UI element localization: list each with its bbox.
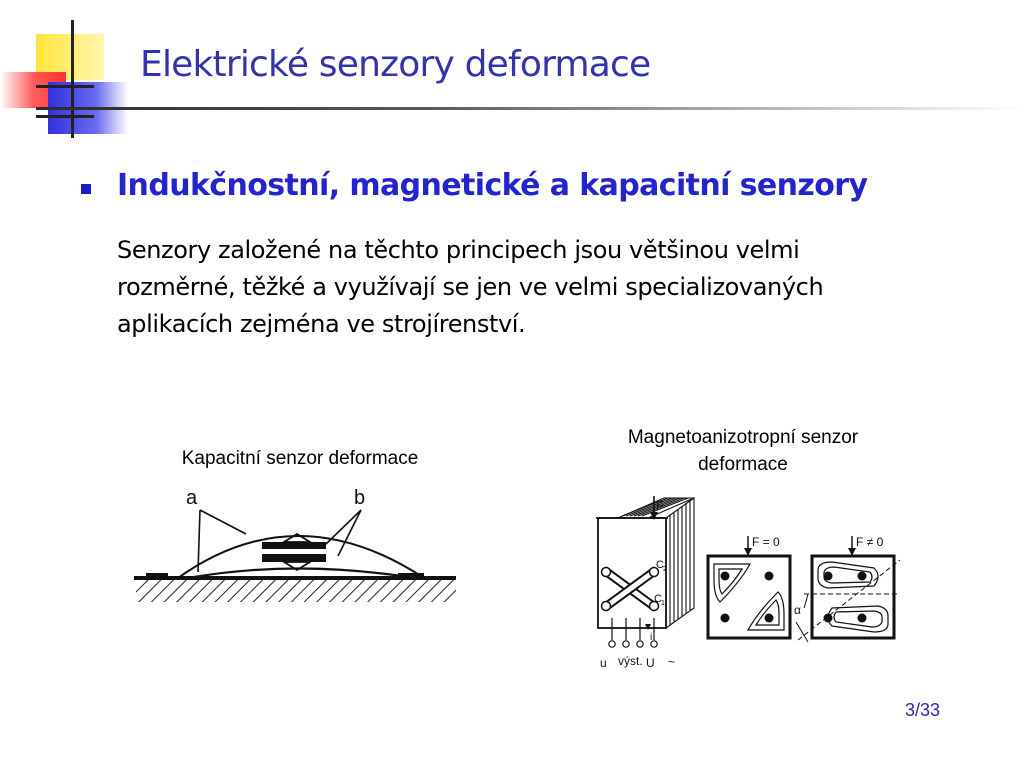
label-output: výst. [618,654,643,668]
label-tilde: ~ [668,655,675,669]
right-figure-caption: Magnetoanizotropní senzor deformace [627,427,859,475]
capacitive-sensor-diagram: a b [134,487,456,602]
label-u2: u [600,656,607,670]
label-force-nonzero: F ≠ 0 [856,535,884,549]
magnetoanisotropic-sensor-diagram: F C 2 C 1 i u výst. U ~ F = 0 F ≠ 0 [596,496,901,670]
subscript-2: 2 [663,566,667,573]
subscript-1: 1 [661,600,665,607]
label-c2: C [656,559,664,571]
title-divider [36,107,1024,110]
body-paragraph: Senzory založené na těchto principech js… [117,236,824,338]
label-force-zero: F = 0 [752,535,780,549]
label-i1: i [650,632,652,643]
label-alpha: α [794,603,801,617]
corner-decoration [0,20,128,138]
label-u1: U [646,656,655,670]
page-number: 3/33 [904,700,940,720]
label-b: b [354,487,365,509]
label-a: a [186,487,198,509]
slide-title: Elektrické senzory deformace [140,44,651,85]
label-c1: C [654,593,662,605]
label-force: F [656,498,664,513]
section-heading: Indukčnostní, magnetické a kapacitní sen… [117,168,868,203]
bullet-square-icon [81,184,91,194]
left-figure-caption: Kapacitní senzor deformace [181,448,419,469]
